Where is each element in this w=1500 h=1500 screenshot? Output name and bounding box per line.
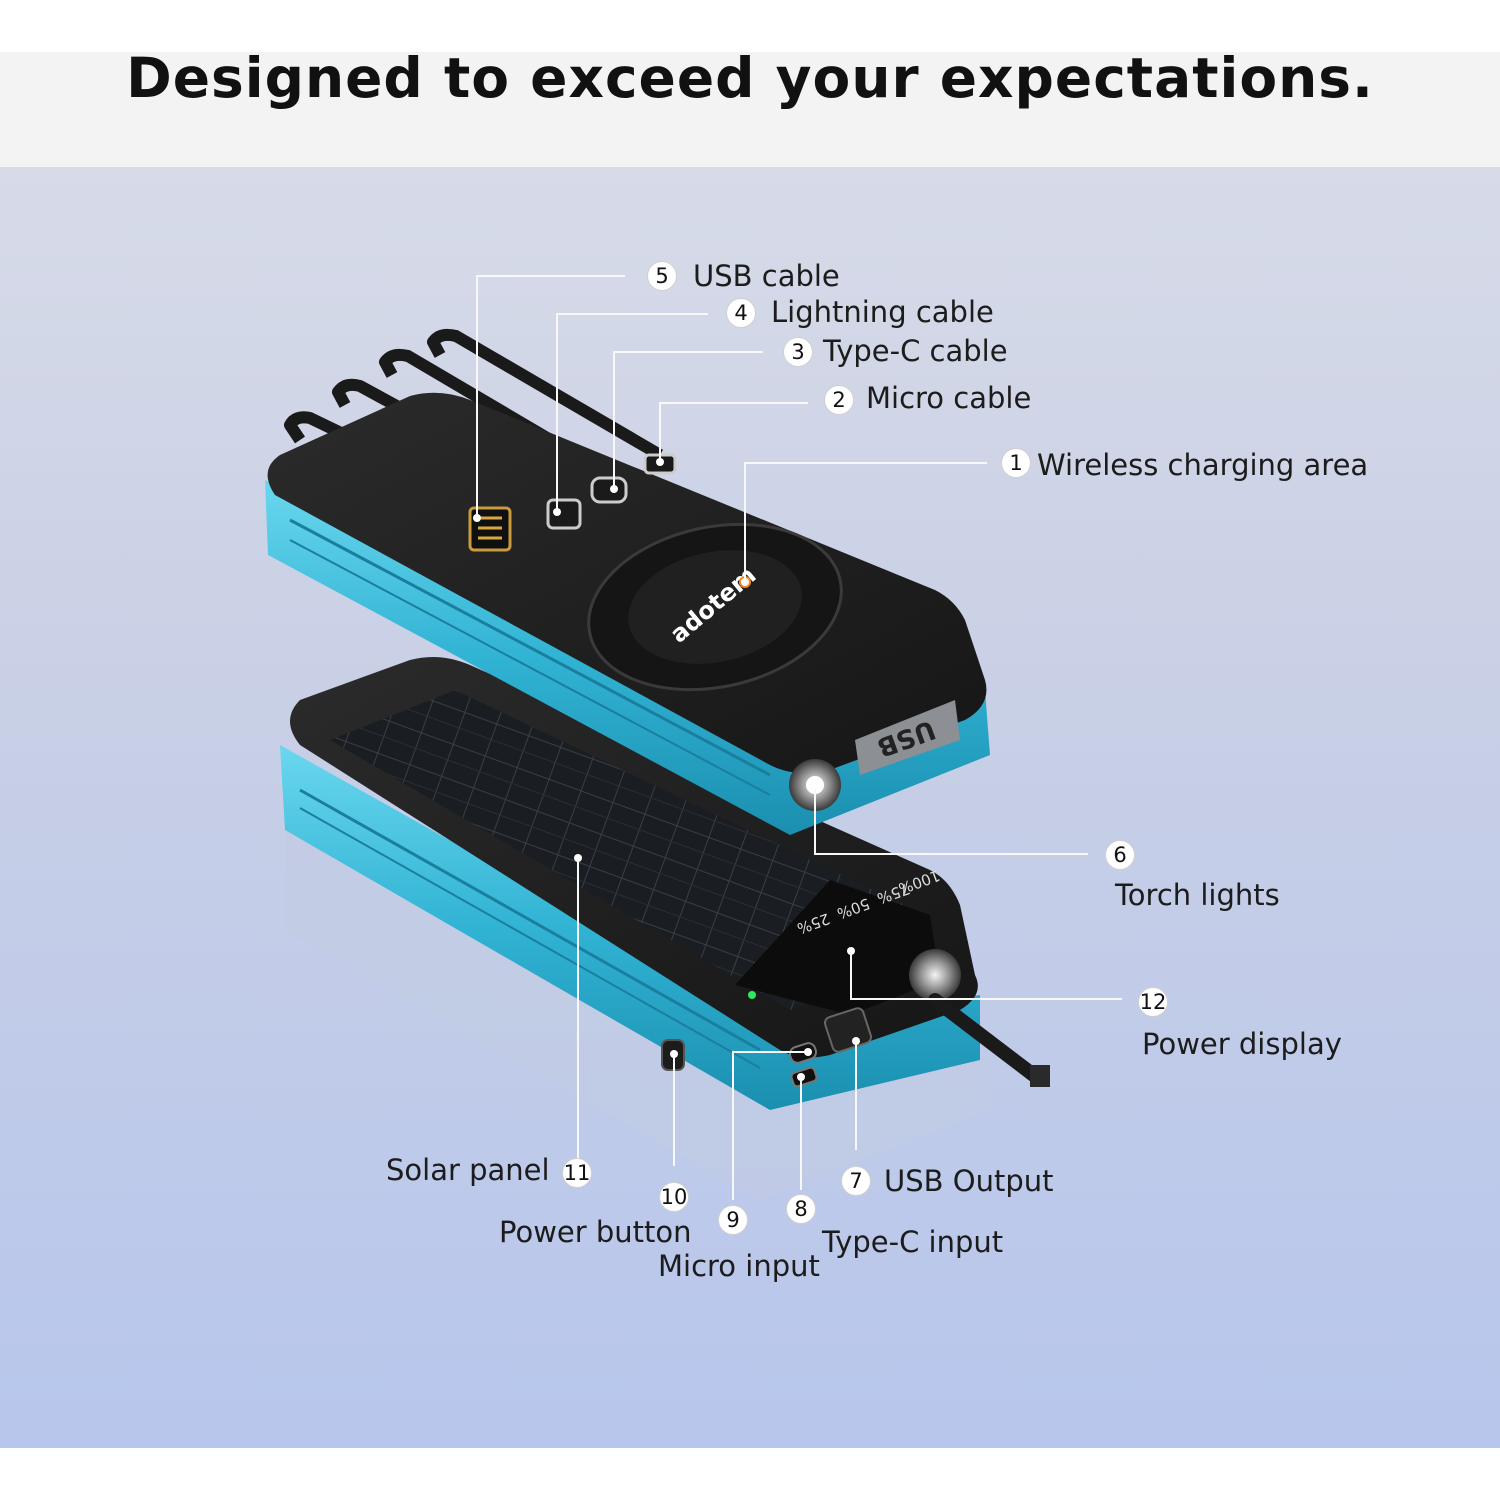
callout-lightning-cable: Lightning cable: [771, 295, 994, 329]
callout-torch-lights: Torch lights: [1115, 878, 1280, 912]
callout-micro-cable: Micro cable: [866, 381, 1032, 415]
callout-9-number: 9: [718, 1205, 748, 1235]
power-display-window: [735, 880, 940, 1015]
callout-1-number: 1: [1001, 448, 1031, 478]
callout-6-number: 6: [1105, 840, 1135, 870]
callout-12-number: 12: [1138, 987, 1168, 1017]
callout-usb-cable: USB cable: [693, 259, 840, 293]
bottom-margin: [0, 1448, 1500, 1500]
built-in-cables: [284, 328, 664, 506]
headline: Designed to exceed your expectations.: [126, 46, 1374, 110]
callout-wireless-charging-area: Wireless charging area: [1037, 448, 1369, 482]
callout-power-button: Power button: [499, 1215, 692, 1249]
solar-panel-cells: [330, 690, 920, 1010]
header-band: [0, 52, 1500, 167]
top-margin: [0, 0, 1500, 52]
callout-type-c-cable: Type-C cable: [823, 334, 1008, 368]
callout-usb-output: USB Output: [884, 1164, 1054, 1198]
callout-7-number: 7: [841, 1166, 871, 1196]
callout-4-number: 4: [726, 298, 756, 328]
leader-dots: [473, 458, 860, 1081]
callout-10-number: 10: [659, 1182, 689, 1212]
callout-2-number: 2: [824, 385, 854, 415]
callout-type-c-input: Type-C input: [822, 1225, 1004, 1259]
callout-micro-input: Micro input: [658, 1249, 820, 1283]
wireless-unit: adotem USB: [265, 328, 990, 835]
callout-solar-panel: Solar panel: [386, 1153, 550, 1187]
callout-5-number: 5: [647, 261, 677, 291]
torch-light-lower: [909, 949, 961, 1001]
callout-8-number: 8: [786, 1194, 816, 1224]
leader-lines: [476, 275, 1122, 1200]
callout-11-number: 11: [562, 1158, 592, 1188]
type-c-cable-head: [590, 476, 628, 504]
callout-3-number: 3: [783, 337, 813, 367]
solar-unit: 25% 50% 75% 100%: [280, 656, 1050, 1200]
lightning-cable-head: [546, 498, 582, 530]
callout-power-display: Power display: [1142, 1027, 1342, 1061]
